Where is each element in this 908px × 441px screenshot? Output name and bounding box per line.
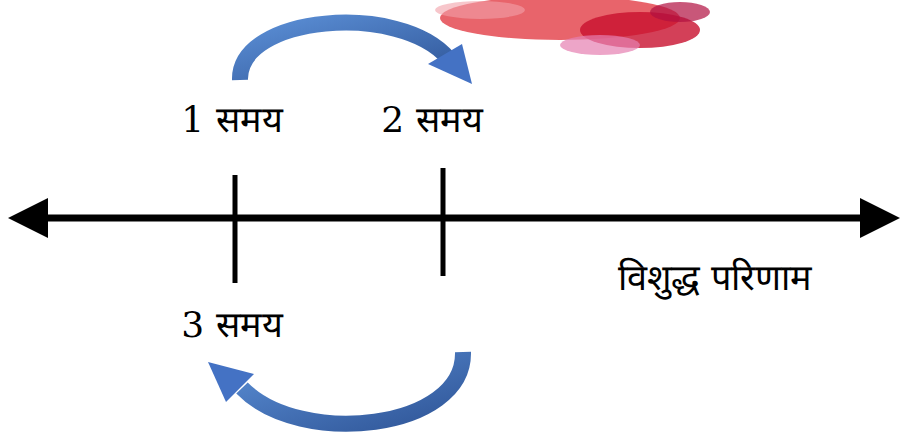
splash-blob [560,35,640,55]
top-curved-arrow [240,23,472,84]
time-label: 1 समय [181,98,282,141]
tick-mark [441,168,446,276]
curve-arrowhead [208,362,254,402]
bottom-curved-arrow [208,352,463,424]
splash-blob [650,2,710,22]
splash-blob [435,1,525,19]
curve-band [242,352,463,424]
axis-arrowhead [860,198,900,238]
time-label: 2 समय [381,98,482,141]
axis-line [40,215,870,222]
curve-arrowhead [428,44,472,84]
axis-arrowhead [8,198,48,238]
tick-mark [233,175,238,283]
time-label: 3 समय [181,303,282,346]
axis-label: विशुद्ध परिणाम [618,256,812,299]
curve-band [240,23,448,80]
paint-splash [435,0,710,55]
